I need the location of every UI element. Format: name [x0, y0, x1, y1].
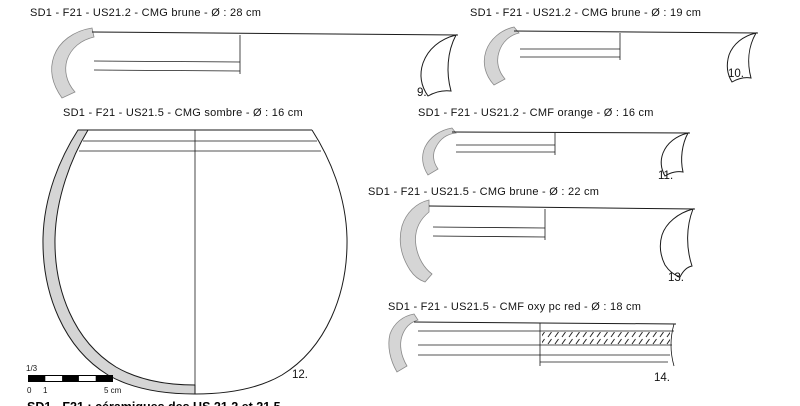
vessel-13-profile-section	[399, 199, 433, 283]
vessel-12-profile-section	[42, 129, 196, 395]
vessel-9-profile-section	[51, 27, 95, 99]
vessel-9-diameter-line	[91, 31, 459, 36]
vessel-9-drawing	[51, 27, 459, 99]
vessel-13-section-line	[432, 226, 546, 229]
vessel-13-label: SD1 - F21 - US21.5 - CMG brune - Ø : 22 …	[368, 186, 600, 198]
vessel-11-exterior-sherd	[660, 132, 689, 177]
vessel-10-diameter-line	[513, 30, 759, 34]
vessel-13-diameter-line	[428, 205, 696, 210]
vessel-9-exterior-sherd	[420, 34, 457, 97]
vessel-12-exterior-outline	[194, 129, 348, 395]
vessel-12-drawing	[42, 129, 348, 395]
scale-tick-5cm: 5 cm	[104, 386, 122, 395]
vessel-12-number: 12.	[292, 369, 308, 381]
vessel-11-label: SD1 - F21 - US21.2 - CMF orange - Ø : 16…	[418, 107, 654, 119]
vessel-9-section-line	[93, 69, 241, 72]
vessel-9-label: SD1 - F21 - US21.2 - CMG brune - Ø : 28 …	[30, 7, 262, 19]
vessel-13-drawing	[399, 199, 696, 283]
vessel-11-profile-section	[422, 127, 457, 176]
vessel-14-break-edge	[670, 323, 675, 367]
vessel-14-drawing	[388, 313, 677, 373]
vessel-10-exterior-sherd	[726, 32, 758, 83]
vessel-12-label: SD1 - F21 - US21.5 - CMG sombre - Ø : 16…	[63, 107, 303, 119]
vessel-9-section-line	[93, 60, 241, 63]
cropped-caption: SD1 - F21 : céramiques des US 21.2 et 21…	[27, 400, 281, 406]
vessel-9-number: 9.	[417, 87, 427, 99]
vessel-13-exterior-sherd	[659, 208, 694, 278]
vessel-10-profile-section	[483, 26, 520, 86]
scale-ratio-label: 1/3	[26, 364, 38, 373]
vessel-13-number: 13.	[668, 272, 684, 284]
vessel-14-number: 14.	[654, 372, 670, 384]
vessel-14-decoration-band	[542, 332, 670, 345]
scale-tick-1: 1	[43, 386, 48, 395]
vessel-13-section-line	[432, 235, 546, 238]
scale-bar-graphic	[28, 375, 113, 382]
vessel-11-number: 11.	[658, 170, 674, 182]
vessel-14-profile-section	[388, 313, 419, 373]
vessel-10-drawing	[483, 26, 759, 86]
vessel-14-label: SD1 - F21 - US21.5 - CMF oxy pc red - Ø …	[388, 301, 642, 313]
vessel-11-diameter-line	[451, 131, 691, 134]
vessel-10-number: 10.	[728, 68, 744, 80]
vessel-11-drawing	[422, 127, 691, 177]
scale-tick-0: 0	[27, 386, 32, 395]
vessel-10-label: SD1 - F21 - US21.2 - CMG brune - Ø : 19 …	[470, 7, 702, 19]
vessel-14-diameter-line	[413, 321, 677, 325]
scale-bar: 1/3 0 1 5 cm	[26, 364, 156, 404]
